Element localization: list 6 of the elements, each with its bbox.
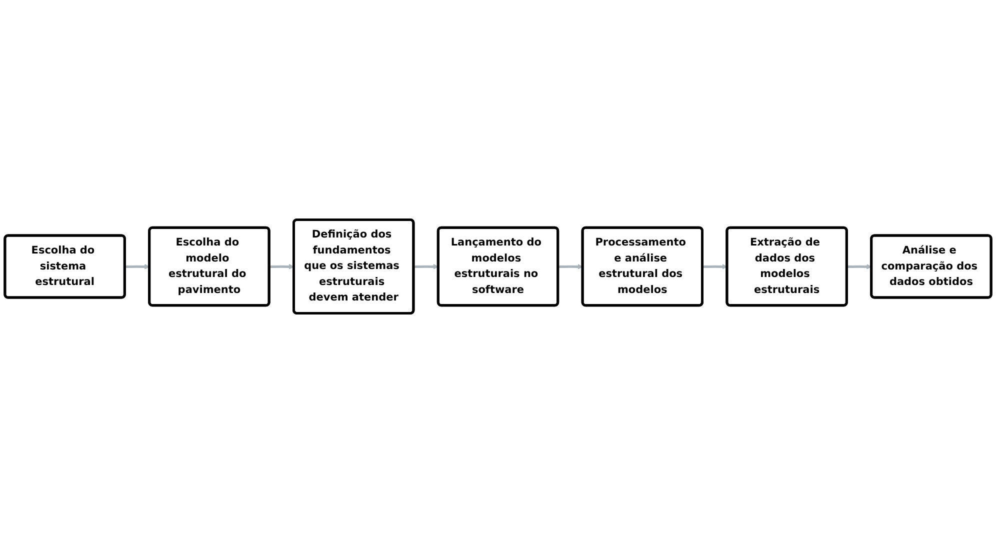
arrow [414,264,439,270]
arrow [558,264,584,270]
arrow [702,264,728,270]
arrow [269,264,294,270]
arrow [124,264,150,270]
arrow [846,264,872,270]
